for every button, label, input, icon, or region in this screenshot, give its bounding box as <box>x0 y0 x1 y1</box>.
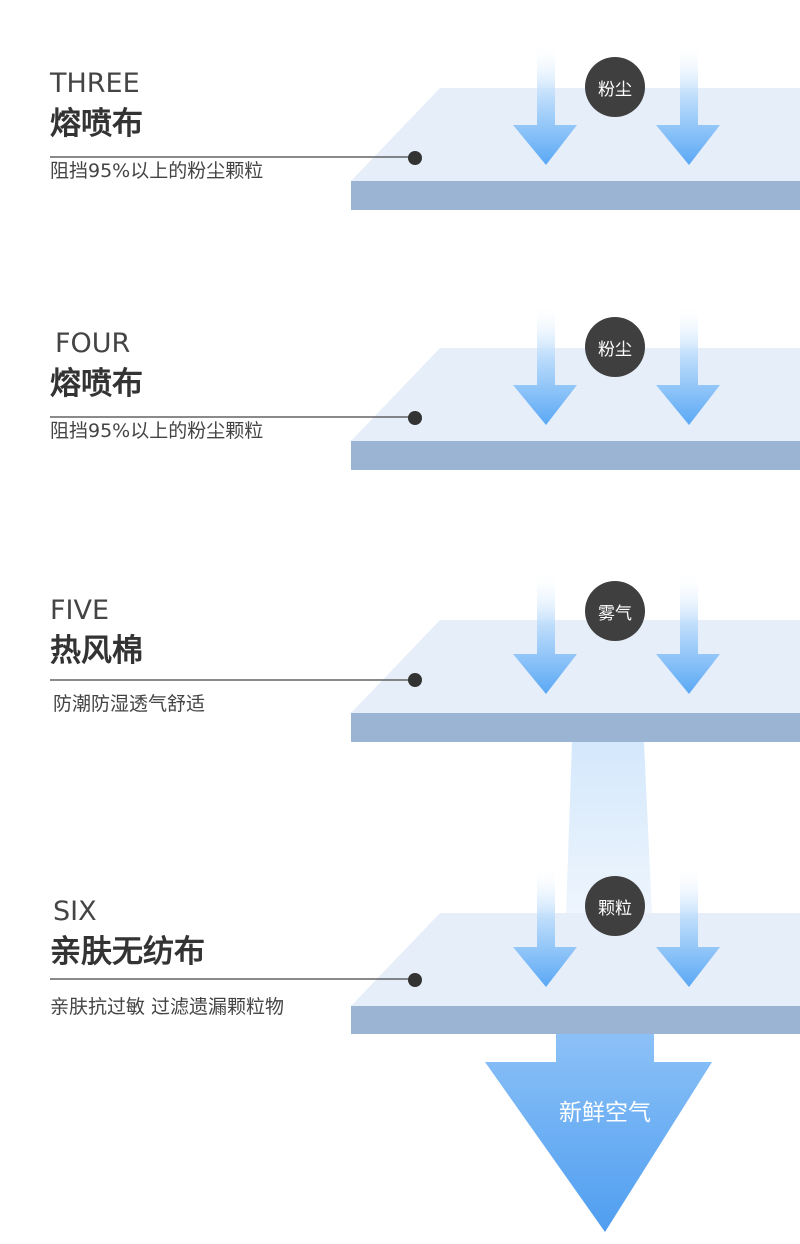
badge-layer-1: 粉尘 <box>585 57 645 117</box>
down-arrow-icon <box>656 303 720 425</box>
layer-four-text: FOUR 熔喷布 阻挡95%以上的粉尘颗粒 <box>0 328 420 478</box>
leader-line-3 <box>50 673 422 687</box>
down-arrow-icon <box>513 572 577 694</box>
layer-title: 热风棉 <box>50 633 143 669</box>
layer-three-text: THREE 熔喷布 阻挡95%以上的粉尘颗粒 <box>0 68 420 218</box>
layer-five-text: FIVE 热风棉 防潮防湿透气舒适 <box>0 595 420 745</box>
badge-layer-2: 粉尘 <box>585 317 645 377</box>
layer-description: 亲肤抗过敏 过滤遗漏颗粒物 <box>50 996 285 1018</box>
leader-line-2 <box>50 411 422 425</box>
badge-layer-3: 雾气 <box>585 581 645 641</box>
layer-title: 熔喷布 <box>50 366 143 402</box>
leader-line-1 <box>50 151 422 165</box>
fresh-air-label: 新鲜空气 <box>559 1100 651 1126</box>
badge-layer-4: 颗粒 <box>585 876 645 936</box>
air-beam <box>566 742 652 915</box>
layer-title: 熔喷布 <box>50 106 143 142</box>
layer-english-label: FOUR <box>55 328 131 359</box>
layer-english-label: THREE <box>50 68 140 99</box>
layer-description: 阻挡95%以上的粉尘颗粒 <box>50 160 264 182</box>
layer-description: 阻挡95%以上的粉尘颗粒 <box>50 420 264 442</box>
down-arrow-icon <box>656 572 720 694</box>
down-arrow-icon <box>513 865 577 987</box>
layer-title: 亲肤无纺布 <box>50 934 205 970</box>
down-arrow-icon <box>513 43 577 165</box>
down-arrow-icon <box>656 43 720 165</box>
layer-english-label: SIX <box>53 896 97 927</box>
layer-english-label: FIVE <box>50 595 110 626</box>
down-arrow-icon <box>656 865 720 987</box>
fresh-air-arrow-icon <box>485 1034 712 1232</box>
leader-line-4 <box>50 973 422 987</box>
down-arrow-icon <box>513 303 577 425</box>
layer-description: 防潮防湿透气舒适 <box>53 693 206 715</box>
layer-six-text: SIX 亲肤无纺布 亲肤抗过敏 过滤遗漏颗粒物 <box>0 896 420 1046</box>
